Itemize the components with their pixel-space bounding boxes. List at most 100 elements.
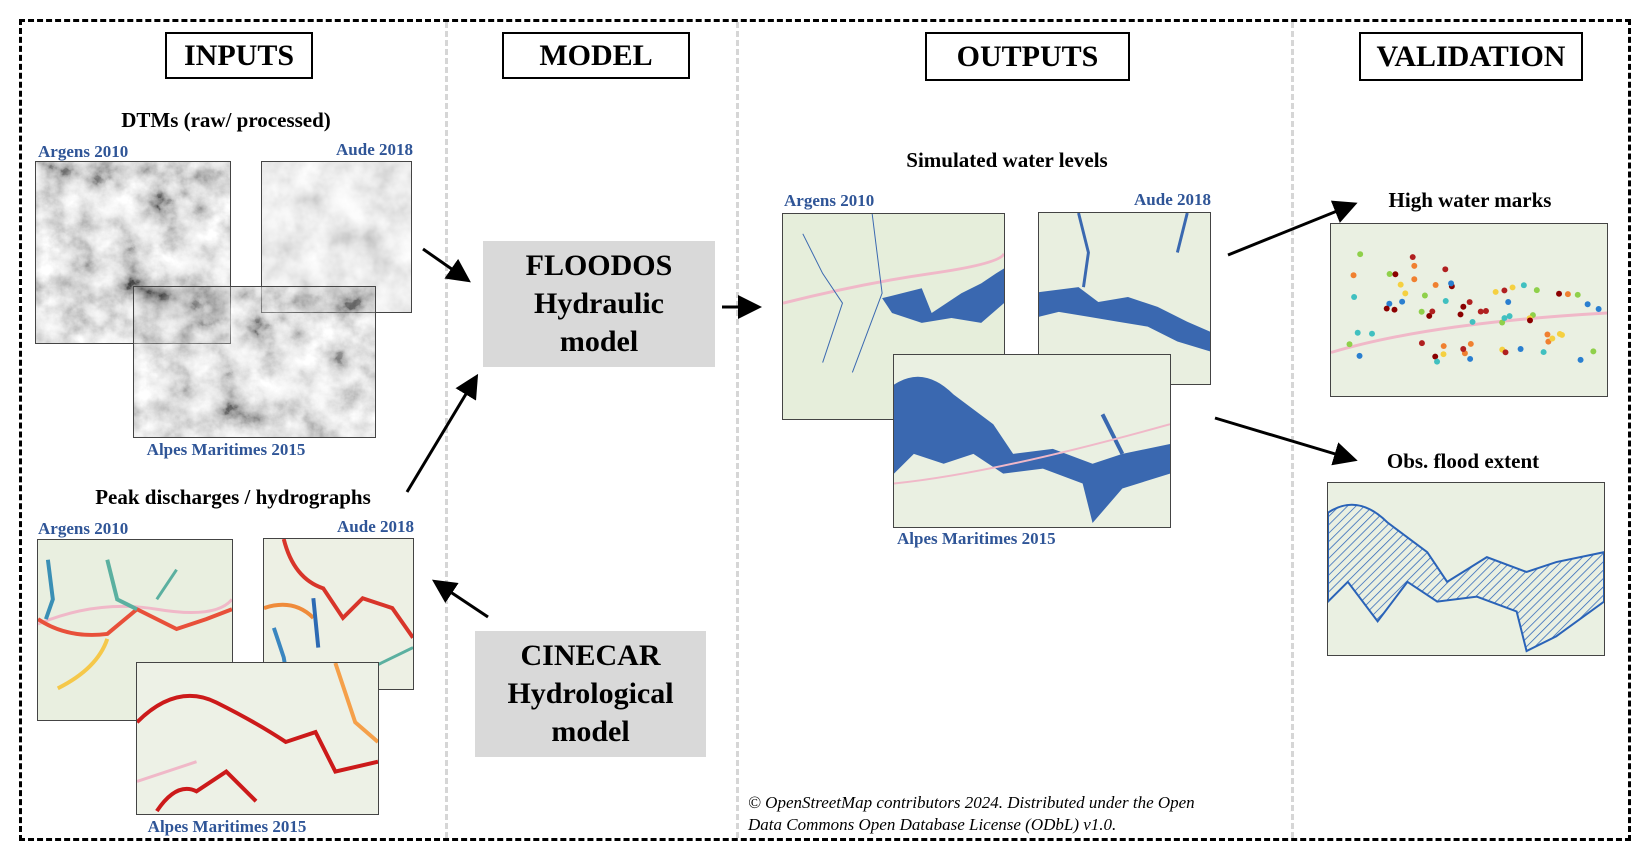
high-water-mark-point xyxy=(1501,287,1508,294)
high-water-mark-point xyxy=(1391,306,1398,313)
high-water-mark-point xyxy=(1520,282,1527,289)
arrow-outputs-to-hwm xyxy=(1227,200,1358,257)
high-water-mark-point xyxy=(1517,346,1524,352)
output-map-alpes xyxy=(893,354,1171,528)
high-water-mark-point xyxy=(1544,331,1551,338)
discharge-heading: Peak discharges / hydrographs xyxy=(95,485,371,509)
high-water-mark-point xyxy=(1409,254,1416,261)
output-caption-aude: Aude 2018 xyxy=(1134,190,1211,209)
section-divider xyxy=(445,22,448,838)
high-water-mark-point xyxy=(1350,272,1357,279)
high-water-mark-point xyxy=(1432,353,1439,360)
high-water-mark-point xyxy=(1505,299,1512,305)
high-water-mark-point xyxy=(1369,330,1375,337)
high-water-mark-point xyxy=(1506,313,1513,320)
high-water-mark-point xyxy=(1432,282,1439,288)
section-title-outputs: OUTPUTS xyxy=(925,32,1130,81)
floodos-line-2: Hydraulic xyxy=(533,287,664,320)
high-water-mark-point xyxy=(1411,276,1418,283)
high-water-mark-point xyxy=(1351,294,1358,300)
high-water-mark-point xyxy=(1386,271,1393,277)
high-water-mark-point xyxy=(1440,343,1447,350)
section-title-validation: VALIDATION xyxy=(1359,32,1583,81)
arrow-discharge-to-floodos xyxy=(405,373,479,493)
high-water-mark-point xyxy=(1460,303,1467,310)
high-water-mark-point xyxy=(1392,271,1399,278)
high-water-mark-point xyxy=(1499,319,1506,326)
high-water-mark-point xyxy=(1386,300,1393,307)
high-water-mark-point xyxy=(1483,308,1489,314)
arrow-cinecar-to-discharge xyxy=(432,579,489,619)
high-water-mark-point xyxy=(1442,266,1449,273)
high-water-mark-point xyxy=(1457,311,1464,318)
dtm-caption-aude: Aude 2018 xyxy=(336,140,413,159)
dtm-heading: DTMs (raw/ processed) xyxy=(121,108,331,132)
high-water-mark-point xyxy=(1442,298,1449,304)
high-water-mark-point xyxy=(1467,340,1474,347)
high-water-mark-point xyxy=(1590,348,1597,355)
discharge-caption-alpes: Alpes Maritimes 2015 xyxy=(147,817,307,836)
high-water-mark-point xyxy=(1418,340,1425,347)
high-water-mark-point xyxy=(1466,299,1473,305)
dtm-map-alpes xyxy=(133,286,376,438)
section-divider xyxy=(1291,22,1294,838)
high-water-mark-point xyxy=(1346,341,1353,348)
floodos-line-1: FLOODOS xyxy=(525,249,673,282)
high-water-mark-point xyxy=(1356,352,1363,359)
high-water-mark-point xyxy=(1402,290,1409,297)
high-water-mark-point xyxy=(1477,308,1484,315)
outer-frame xyxy=(19,19,1631,841)
high-water-mark-point xyxy=(1509,284,1516,291)
cinecar-line-3: model xyxy=(551,715,630,748)
high-water-mark-point xyxy=(1354,329,1361,336)
high-water-mark-point xyxy=(1533,287,1540,294)
hwm-heading: High water marks xyxy=(1388,188,1552,212)
dtm-caption-alpes: Alpes Maritimes 2015 xyxy=(146,440,306,459)
high-water-mark-point xyxy=(1434,358,1441,365)
section-title-model: MODEL xyxy=(502,32,690,79)
high-water-mark-point xyxy=(1383,305,1390,312)
section-divider xyxy=(736,22,739,838)
attribution-line-1: © OpenStreetMap contributors 2024. Distr… xyxy=(748,793,1195,812)
arrow-dtm-to-floodos xyxy=(422,247,471,283)
flood-extent-map xyxy=(1327,482,1605,656)
arrow-outputs-to-flood-extent xyxy=(1214,416,1358,466)
high-water-mark-point xyxy=(1549,335,1556,342)
high-water-mark-point xyxy=(1502,349,1509,356)
flood-extent-heading: Obs. flood extent xyxy=(1386,449,1540,473)
high-water-mark-point xyxy=(1574,291,1581,298)
cinecar-line-2: Hydrological xyxy=(507,677,674,710)
high-water-mark-point xyxy=(1397,281,1404,288)
high-water-mark-point xyxy=(1556,290,1563,297)
section-title-inputs: INPUTS xyxy=(165,32,313,79)
high-water-mark-point xyxy=(1540,349,1547,356)
high-water-mark-point xyxy=(1469,318,1476,325)
output-map-aude xyxy=(1038,212,1211,385)
high-water-mark-point xyxy=(1595,306,1602,312)
cinecar-line-1: CINECAR xyxy=(520,639,661,672)
high-water-mark-point xyxy=(1577,356,1584,363)
high-water-mark-point xyxy=(1418,308,1425,315)
outputs-heading: Simulated water levels xyxy=(906,148,1108,172)
high-water-mark-point xyxy=(1460,346,1467,352)
high-water-mark-point xyxy=(1467,355,1474,362)
high-water-mark-point xyxy=(1421,292,1428,299)
high-water-mark-point xyxy=(1527,317,1533,324)
output-caption-alpes: Alpes Maritimes 2015 xyxy=(897,529,1056,548)
high-water-mark-point xyxy=(1440,351,1447,358)
high-water-mark-point xyxy=(1426,312,1433,319)
high-water-mark-point xyxy=(1448,280,1455,287)
discharge-caption-argens: Argens 2010 xyxy=(38,519,129,538)
high-water-mark-point xyxy=(1357,251,1364,258)
discharge-map-alpes xyxy=(136,662,379,815)
cinecar-model-box: CINECAR Hydrological model xyxy=(475,631,706,757)
floodos-line-3: model xyxy=(559,325,639,358)
output-map-argens xyxy=(782,213,1005,420)
dtm-caption-argens: Argens 2010 xyxy=(38,142,129,161)
high-water-mark-point xyxy=(1411,262,1418,269)
high-water-mark-point xyxy=(1429,308,1436,315)
discharge-caption-aude: Aude 2018 xyxy=(337,517,414,536)
high-water-mark-point xyxy=(1399,298,1406,305)
high-water-mark-point xyxy=(1492,288,1499,295)
